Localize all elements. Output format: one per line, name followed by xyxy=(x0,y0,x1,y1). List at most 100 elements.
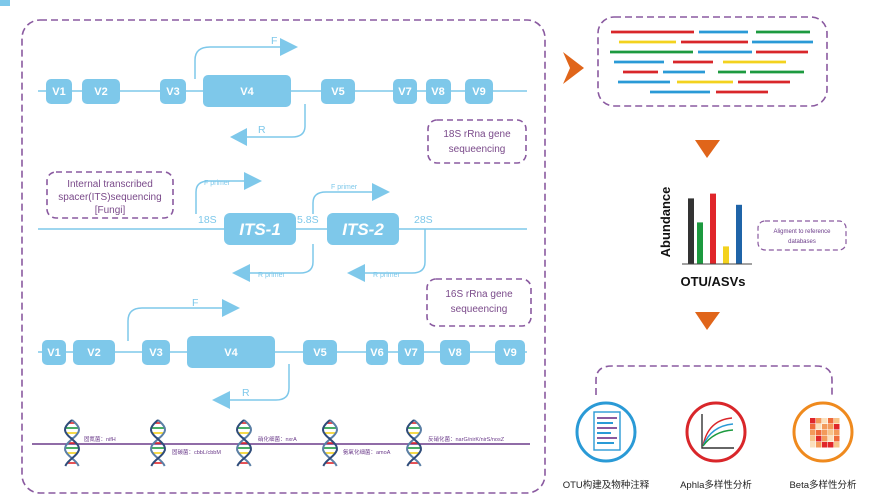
primer-f-18s-label: F xyxy=(271,35,277,47)
label-16s-line2: sequeencing xyxy=(451,304,508,315)
heatmap-cell xyxy=(816,418,822,424)
its2-block: ITS-2 xyxy=(327,213,399,245)
gene-label-nxra: 硝化细菌：nxrA xyxy=(258,435,297,443)
analysis-label-beta: Beta多样性分析 xyxy=(789,479,857,491)
svg-text:V3: V3 xyxy=(166,86,179,98)
region-16s-v6: V6 xyxy=(366,340,388,365)
svg-text:V2: V2 xyxy=(87,347,100,359)
beta-diversity-icon xyxy=(792,401,854,463)
region-16s-v1: V1 xyxy=(42,340,66,365)
primer-r-18s-line xyxy=(247,104,306,138)
svg-text:V6: V6 xyxy=(370,347,383,359)
svg-text:ITS-1: ITS-1 xyxy=(239,220,281,239)
otu-abundance-bars xyxy=(688,193,742,264)
gene-label-nar: 反硝化菌：narG/nirK/nirS/nosZ xyxy=(428,435,505,443)
primer-r-its2-label: R primer xyxy=(373,272,401,279)
label-16s-box xyxy=(426,278,532,327)
label-16s-line1: 16S rRna gene xyxy=(445,289,513,300)
heatmap-cell xyxy=(828,430,834,436)
primer-r-16s-arrowhead xyxy=(212,391,230,409)
otu-annotation-icon xyxy=(575,401,637,463)
primer-f-its1-line xyxy=(195,180,244,214)
heatmap-cell xyxy=(834,430,840,436)
alignment-line1: Aligment to reference xyxy=(773,229,831,235)
label-18s-segment: 18S xyxy=(198,214,217,226)
otu-bar xyxy=(736,204,742,264)
region-18s-v5: V5 xyxy=(321,79,355,104)
dna-helix-icon xyxy=(63,419,81,467)
heatmap-cell xyxy=(834,424,840,430)
alignment-box xyxy=(757,220,847,251)
heatmap-cell xyxy=(810,418,816,424)
primer-f-its1-label: F primer xyxy=(204,180,231,187)
primer-f-18s-arrowhead xyxy=(280,38,298,56)
heatmap-cell xyxy=(816,436,822,442)
region-16s-v3: V3 xyxy=(142,340,170,365)
corner-mark xyxy=(0,0,10,6)
gene-label-cbbl: 固碳菌：cbbL/cbbM xyxy=(172,448,221,456)
svg-text:V7: V7 xyxy=(398,86,411,98)
svg-text:ITS-2: ITS-2 xyxy=(342,220,384,239)
region-16s-v7: V7 xyxy=(398,340,424,365)
flow-arrow-right xyxy=(563,52,584,84)
heatmap-cell xyxy=(822,442,828,448)
primer-r-18s-arrowhead xyxy=(230,128,247,146)
label-58s-segment: 5.8S xyxy=(297,214,319,226)
primer-r-its2-line xyxy=(365,229,426,274)
abundance-axis-label: Abundance xyxy=(658,187,673,258)
heatmap-cell xyxy=(810,442,816,448)
analysis-label-alpha: Aphla多样性分析 xyxy=(680,479,752,491)
gene-label-nifh: 固氮菌：nifH xyxy=(84,435,116,443)
svg-text:V3: V3 xyxy=(149,347,162,359)
heatmap-cell xyxy=(822,424,828,430)
primer-r-its1-line xyxy=(250,244,314,274)
heatmap-cell xyxy=(822,430,828,436)
primer-r-16s-line xyxy=(230,364,290,401)
primer-r-18s-label: R xyxy=(258,124,266,136)
region-18s-v7: V7 xyxy=(393,79,417,104)
primer-r-its1-arrowhead xyxy=(232,264,250,282)
primer-f-18s-line xyxy=(194,46,280,79)
region-16s-v2: V2 xyxy=(73,340,115,365)
heatmap-cell xyxy=(834,436,840,442)
otu-asvs-label: OTU/ASVs xyxy=(680,274,745,289)
otu-bar xyxy=(723,246,729,264)
dna-helix-icon xyxy=(321,419,339,467)
heatmap-cell xyxy=(828,424,834,430)
label-18s-line1: 18S rRna gene xyxy=(443,129,511,140)
svg-text:V7: V7 xyxy=(404,347,417,359)
region-16s-v5: V5 xyxy=(303,340,337,365)
svg-text:V9: V9 xyxy=(503,347,516,359)
heatmap-cell xyxy=(810,424,816,430)
dna-helix-icon xyxy=(149,419,167,467)
svg-text:V5: V5 xyxy=(331,86,344,98)
region-18s-v1: V1 xyxy=(46,79,72,104)
workflow-panel xyxy=(21,19,546,494)
region-18s-v8: V8 xyxy=(426,79,451,104)
primer-f-16s-arrowhead xyxy=(222,299,240,317)
primer-f-its2-line xyxy=(312,191,372,214)
dna-helix-icon xyxy=(405,419,423,467)
heatmap-cell xyxy=(816,424,822,430)
svg-text:V8: V8 xyxy=(431,86,444,98)
heatmap-cell xyxy=(810,430,816,436)
primer-r-16s-label: R xyxy=(242,387,250,399)
region-16s-v4: V4 xyxy=(187,336,275,368)
heatmap-cell xyxy=(828,436,834,442)
heatmap-cell xyxy=(834,418,840,424)
analysis-bracket xyxy=(595,365,833,395)
heatmap-cell xyxy=(822,436,828,442)
otu-bar xyxy=(710,193,716,264)
primer-f-16s-line xyxy=(127,307,222,341)
primer-r-its2-arrowhead xyxy=(347,264,365,282)
svg-text:V1: V1 xyxy=(52,86,65,98)
region-16s-v9: V9 xyxy=(495,340,525,365)
heatmap-cell xyxy=(816,442,822,448)
analysis-label-otu: OTU构建及物种注释 xyxy=(563,479,650,491)
alpha-diversity-icon xyxy=(685,401,747,463)
region-18s-v2: V2 xyxy=(82,79,120,104)
svg-text:V4: V4 xyxy=(240,86,254,98)
flow-arrow-down-2 xyxy=(695,312,720,330)
label-its-line3: [Fungi] xyxy=(95,205,126,216)
